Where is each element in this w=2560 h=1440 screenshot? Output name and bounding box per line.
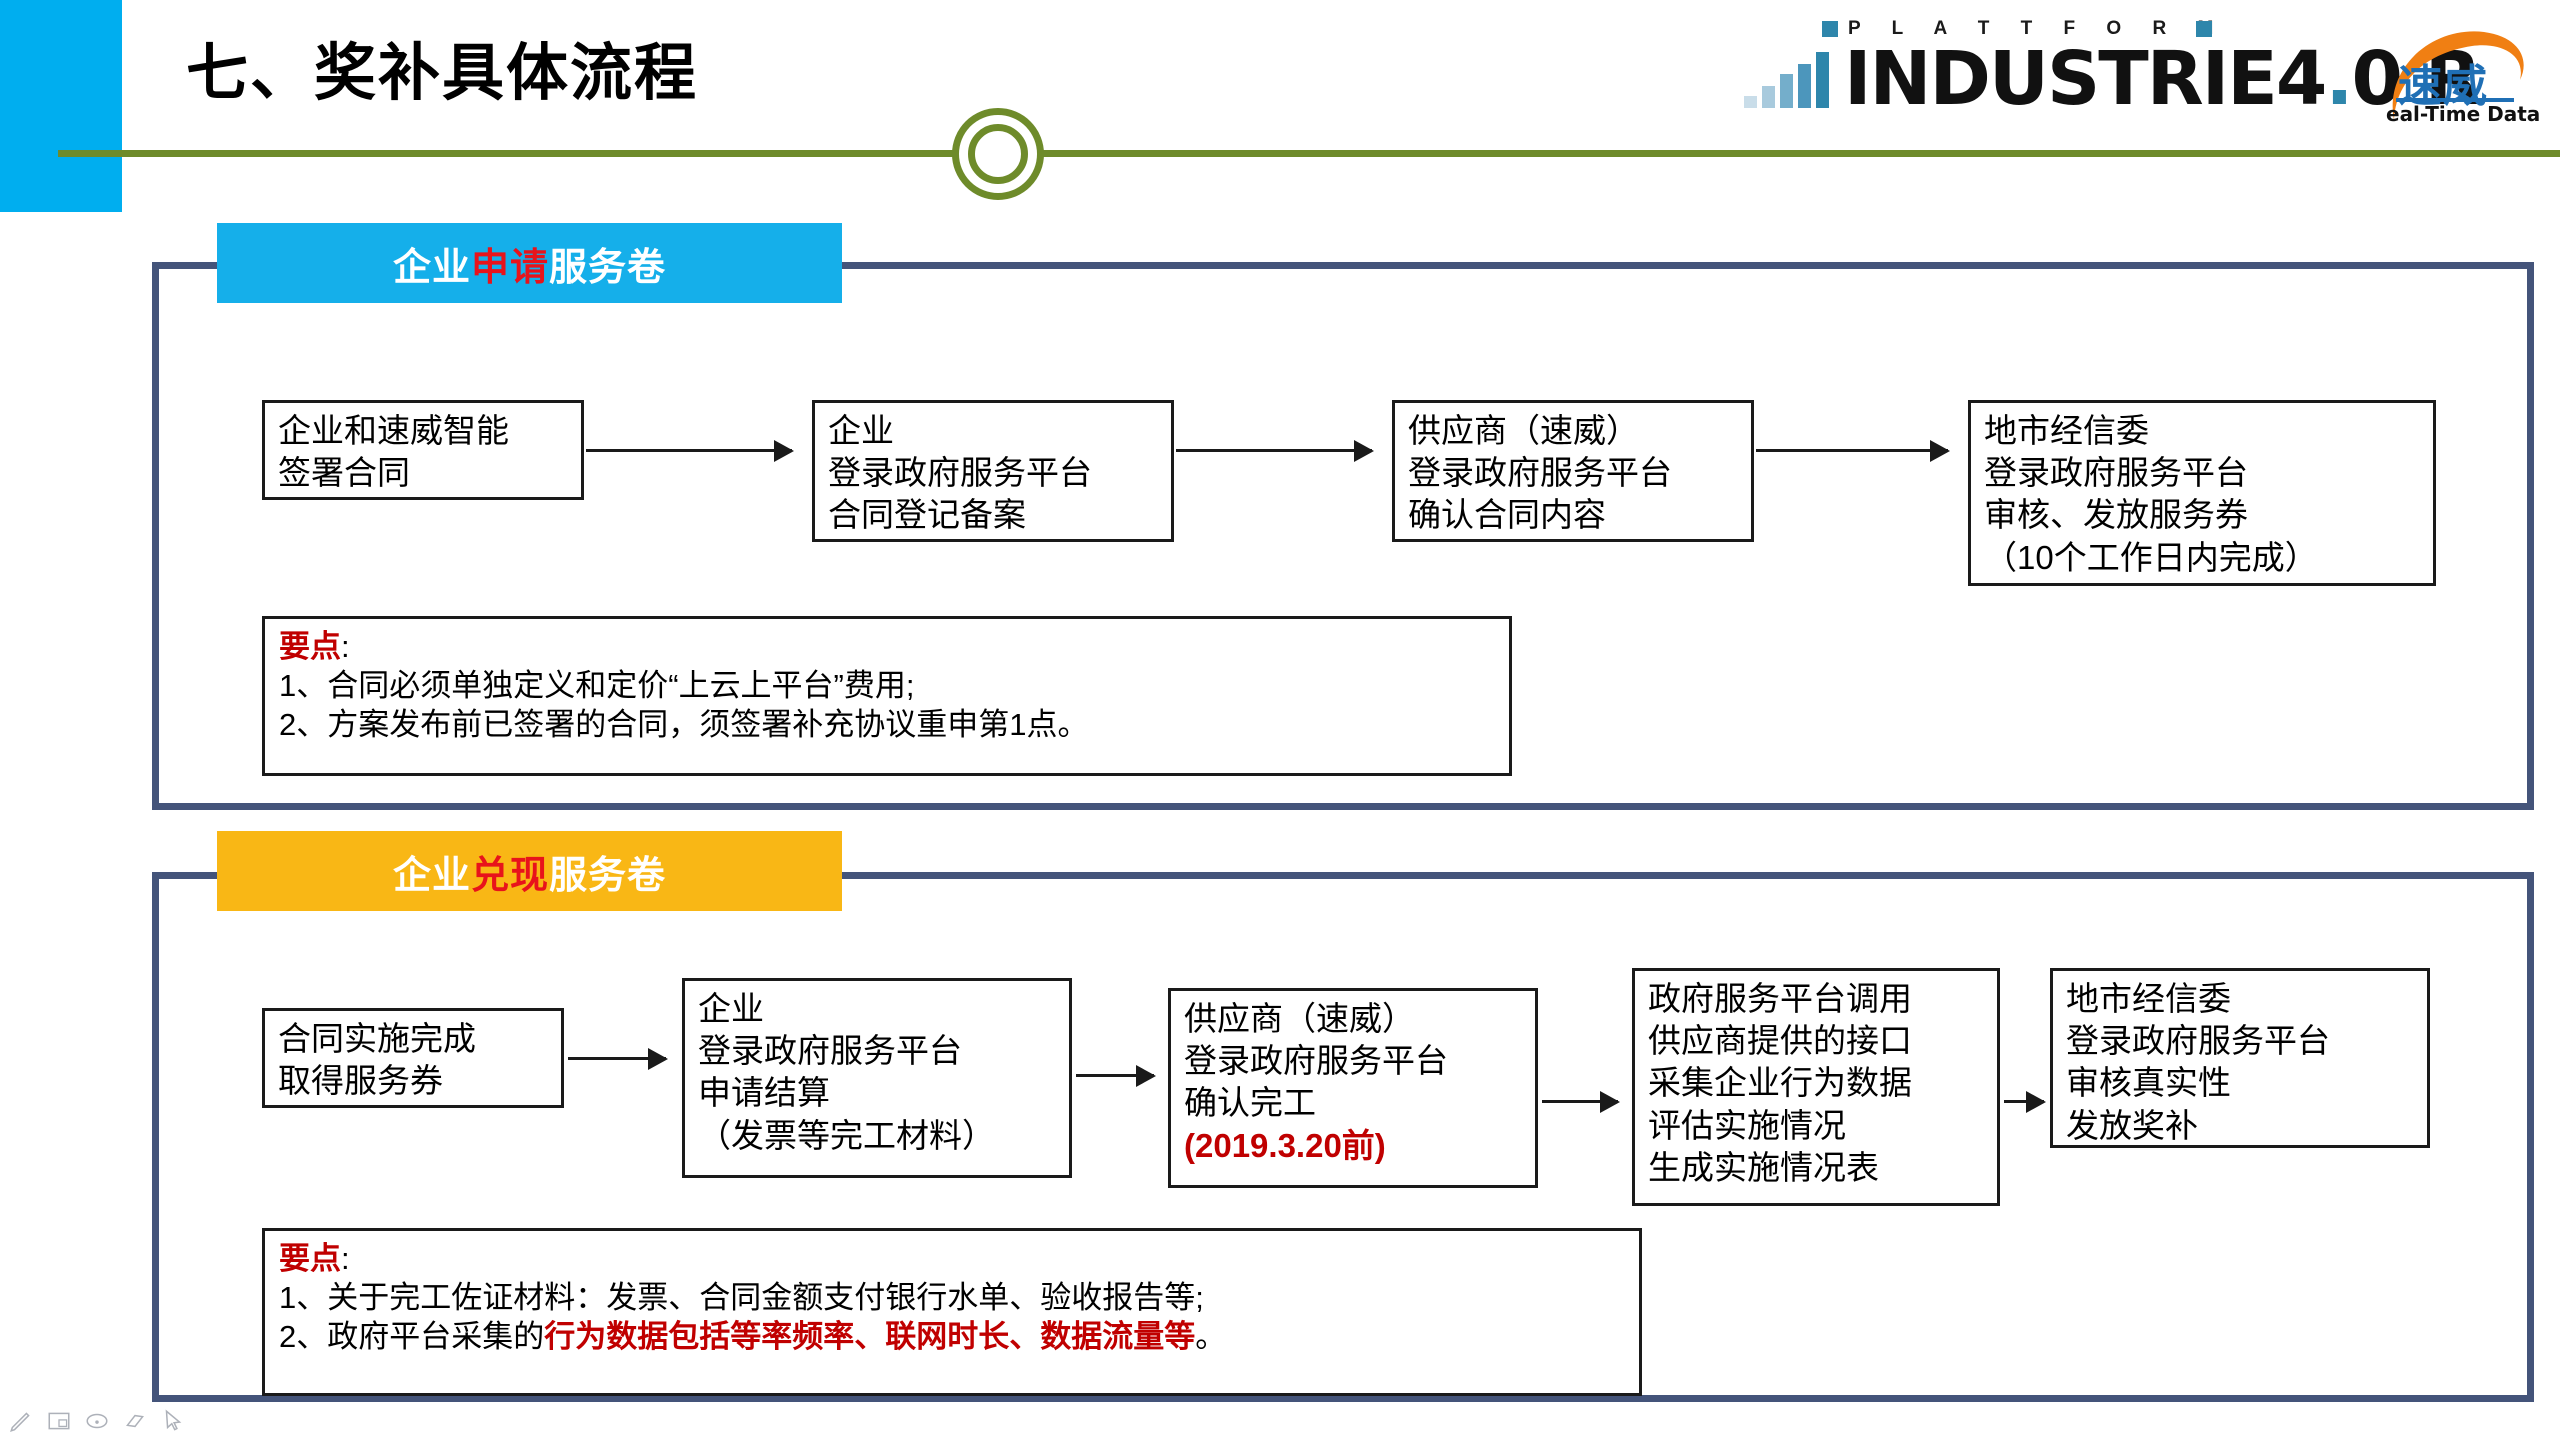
flow-arrow-redeem-1 (568, 1057, 666, 1060)
section-banner-redeem: 企业兑现服务卷 (217, 831, 842, 911)
flow-step-redeem-4: 政府服务平台调用 供应商提供的接口 采集企业行为数据 评估实施情况 生成实施情况… (1632, 968, 2000, 1206)
cursor-icon[interactable] (160, 1408, 186, 1434)
flow-arrow-redeem-3 (1542, 1100, 1618, 1103)
title-underline-rule (58, 150, 2560, 157)
keypoints-redeem-title: 要点 (279, 1241, 341, 1276)
flow-step-redeem-3-text: 供应商（速威） 登录政府服务平台 确认完工 (1184, 1000, 1448, 1122)
flow-step-redeem-3: 供应商（速威） 登录政府服务平台 确认完工 (2019.3.20前) (1168, 988, 1538, 1188)
flow-step-redeem-1: 合同实施完成 取得服务券 (262, 1008, 564, 1108)
logo-wordmark-tail: 0 R (2351, 36, 2481, 122)
flow-step-apply-2: 企业 登录政府服务平台 合同登记备案 (812, 400, 1174, 542)
header-accent-band (0, 0, 122, 212)
banner-redeem-suffix: 服务卷 (549, 854, 667, 897)
keypoints-apply-line-2: 2、方案发布前已签署的合同，须签署补充协议重申第1点。 (279, 707, 1089, 743)
banner-apply-suffix: 服务卷 (549, 246, 667, 289)
keypoints-redeem-title-row: 要点: (279, 1239, 1625, 1278)
logo-wordmark-dot: . (2325, 36, 2353, 122)
brand-tagline: eal-Time Data (2386, 102, 2541, 126)
keypoints-apply-line-1: 1、合同必须单独定义和定价“上云上平台”费用; (279, 668, 915, 704)
suwei-brand-mark: 速威 eal-Time Data (2380, 24, 2540, 128)
logo-wordmark: INDUSTRIE4.0 R (1844, 36, 2482, 122)
flow-arrow-apply-2 (1176, 449, 1372, 452)
logo-wordmark-main: INDUSTRIE4 (1844, 36, 2327, 122)
keypoints-redeem-colon: : (341, 1241, 350, 1276)
flow-arrow-apply-1 (586, 449, 792, 452)
brand-name-cn: 速威 (2398, 62, 2488, 111)
keypoints-apply: 要点: 1、合同必须单独定义和定价“上云上平台”费用; 2、方案发布前已签署的合… (262, 616, 1512, 776)
slide-thumbnail-icon[interactable] (46, 1408, 72, 1434)
title-circle-ornament (952, 108, 1044, 200)
flow-arrow-redeem-4 (2004, 1100, 2044, 1103)
banner-apply-highlight: 申请 (470, 246, 549, 289)
brand-underline (2396, 98, 2514, 102)
flow-step-apply-1: 企业和速威智能 签署合同 (262, 400, 584, 500)
keypoints-apply-title-row: 要点: (279, 627, 1495, 666)
flow-step-redeem-5: 地市经信委 登录政府服务平台 审核真实性 发放奖补 (2050, 968, 2430, 1148)
flow-step-apply-4: 地市经信委 登录政府服务平台 审核、发放服务券 （10个工作日内完成） (1968, 400, 2436, 586)
banner-redeem-prefix: 企业 (392, 854, 471, 897)
flow-step-redeem-2: 企业 登录政府服务平台 申请结算 （发票等完工材料） (682, 978, 1072, 1178)
keypoints-redeem-line-2: 2、政府平台采集的行为数据包括等率频率、联网时长、数据流量等。 (279, 1317, 1625, 1356)
keypoints-redeem-line-2-suffix: 。 (1195, 1319, 1227, 1355)
plattform-label: P L A T T F O R M (1848, 18, 2227, 39)
flow-arrow-redeem-2 (1076, 1074, 1154, 1077)
keypoints-apply-colon: : (341, 629, 350, 664)
industrie40-logo: P L A T T F O R M INDUSTRIE4.0 R 速威 eal-… (1744, 16, 2540, 134)
keypoints-redeem-line-2-highlight: 行为数据包括等率频率、联网时长、数据流量等 (544, 1319, 1196, 1355)
highlighter-icon[interactable] (84, 1408, 110, 1434)
keypoints-apply-title: 要点 (279, 629, 341, 664)
keypoints-redeem-line-1: 1、关于完工佐证材料：发票、合同金额支付银行水单、验收报告等; (279, 1280, 1204, 1316)
flow-step-redeem-3-deadline: (2019.3.20前) (1184, 1126, 1386, 1164)
section-banner-apply: 企业申请服务卷 (217, 223, 842, 303)
pen-icon[interactable] (8, 1408, 34, 1434)
keypoints-redeem: 要点: 1、关于完工佐证材料：发票、合同金额支付银行水单、验收报告等; 2、政府… (262, 1228, 1642, 1396)
flow-step-apply-3: 供应商（速威） 登录政府服务平台 确认合同内容 (1392, 400, 1754, 542)
brand-swoosh-icon (2392, 31, 2524, 120)
banner-redeem-highlight: 兑现 (470, 854, 549, 897)
plattform-square-left (1822, 21, 1838, 37)
keypoints-redeem-line-2-prefix: 2、政府平台采集的 (279, 1319, 545, 1355)
ink-toolbar[interactable] (8, 1408, 186, 1434)
page-title: 七、奖补具体流程 (186, 39, 699, 108)
flow-arrow-apply-3 (1756, 449, 1948, 452)
banner-apply-prefix: 企业 (392, 246, 471, 289)
eraser-icon[interactable] (122, 1408, 148, 1434)
bar-chart-icon (1744, 52, 1844, 108)
plattform-square-right (2196, 21, 2212, 37)
